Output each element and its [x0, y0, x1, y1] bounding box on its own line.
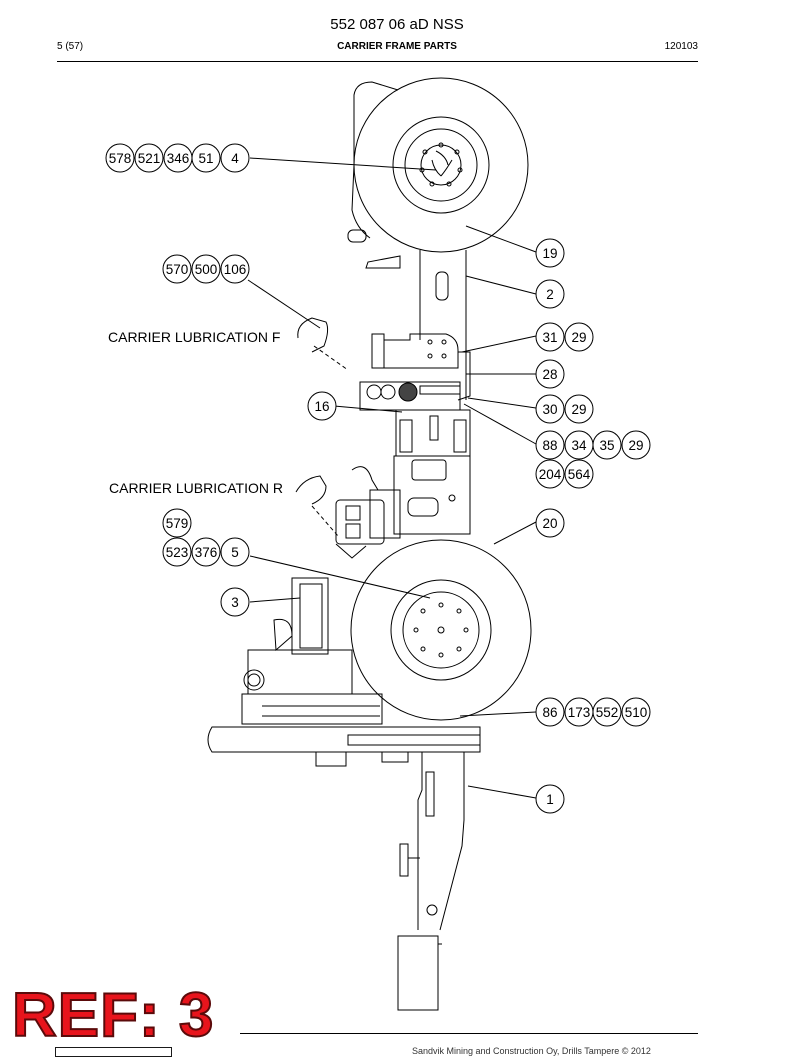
callout-521: 521	[134, 143, 164, 173]
callout-523: 523	[162, 537, 192, 567]
callout-552: 552	[592, 697, 622, 727]
callout-346: 346	[163, 143, 193, 173]
upper-tire	[351, 77, 529, 253]
motor-assembly	[335, 466, 401, 559]
svg-text:500: 500	[195, 262, 218, 277]
svg-text:4: 4	[231, 151, 239, 166]
mid-bracket	[359, 333, 471, 411]
callout-564: 564	[564, 459, 594, 489]
note-lubrication-rear: CARRIER LUBRICATION R	[109, 480, 283, 496]
lower-tire	[350, 539, 532, 721]
svg-text:346: 346	[167, 151, 190, 166]
ref-stamp: REF: 3	[11, 981, 215, 1050]
section-title: CARRIER FRAME PARTS	[337, 41, 457, 52]
document-code: 120103	[664, 41, 698, 52]
svg-text:521: 521	[138, 151, 161, 166]
callout-19: 19	[535, 238, 565, 268]
callout-29-b: 29	[564, 394, 594, 424]
callout-5: 5	[220, 537, 250, 567]
svg-text:3: 3	[231, 595, 239, 610]
svg-text:30: 30	[542, 402, 557, 417]
svg-text:29: 29	[571, 402, 586, 417]
svg-text:523: 523	[166, 545, 189, 560]
svg-text:5: 5	[231, 545, 239, 560]
upper-frame-beam	[347, 229, 467, 400]
callout-570: 570	[162, 254, 192, 284]
callout-16: 16	[307, 391, 337, 421]
callout-29-c: 29	[621, 430, 651, 460]
callout-4: 4	[220, 143, 250, 173]
document-title: 552 087 06 aD NSS	[330, 16, 464, 33]
lubrication-detail-front	[297, 317, 349, 371]
svg-text:2: 2	[546, 287, 554, 302]
callout-500: 500	[191, 254, 221, 284]
callout-35: 35	[592, 430, 622, 460]
callout-106: 106	[220, 254, 250, 284]
svg-text:106: 106	[224, 262, 247, 277]
pump-block	[241, 577, 383, 725]
callout-88: 88	[535, 430, 565, 460]
callout-3: 3	[220, 587, 250, 617]
svg-text:1: 1	[546, 792, 554, 807]
footer-rule	[240, 1033, 698, 1034]
svg-text:20: 20	[542, 516, 557, 531]
svg-text:564: 564	[568, 467, 591, 482]
svg-text:28: 28	[542, 367, 557, 382]
svg-text:173: 173	[568, 705, 591, 720]
svg-text:35: 35	[599, 438, 614, 453]
svg-text:86: 86	[542, 705, 557, 720]
callout-579: 579	[162, 508, 192, 538]
svg-text:88: 88	[542, 438, 557, 453]
callout-204: 204	[535, 459, 565, 489]
lower-crossbeam	[207, 726, 481, 767]
callout-51: 51	[191, 143, 221, 173]
callout-578: 578	[105, 143, 135, 173]
page-number: 5 (57)	[57, 41, 84, 52]
lower-frame-arm	[397, 752, 465, 1011]
callout-30: 30	[535, 394, 565, 424]
svg-text:204: 204	[539, 467, 562, 482]
svg-text:34: 34	[571, 438, 587, 453]
callout-31: 31	[535, 322, 565, 352]
svg-text:16: 16	[314, 399, 329, 414]
header-rule	[57, 61, 698, 62]
svg-text:579: 579	[166, 516, 189, 531]
callout-34: 34	[564, 430, 594, 460]
callout-balloons: 578 521 346 51 4 19 570 500 106 2 31 29 …	[105, 143, 651, 814]
svg-text:29: 29	[628, 438, 643, 453]
lubrication-detail-rear	[295, 475, 339, 537]
svg-text:376: 376	[195, 545, 218, 560]
leader-lines	[247, 157, 537, 799]
callout-510: 510	[621, 697, 651, 727]
callout-20: 20	[535, 508, 565, 538]
central-frame	[393, 409, 471, 535]
svg-text:510: 510	[625, 705, 648, 720]
svg-text:578: 578	[109, 151, 132, 166]
callout-173: 173	[564, 697, 594, 727]
callout-86: 86	[535, 697, 565, 727]
note-lubrication-front: CARRIER LUBRICATION F	[108, 329, 280, 345]
svg-text:552: 552	[596, 705, 619, 720]
svg-text:29: 29	[571, 330, 586, 345]
svg-text:51: 51	[198, 151, 213, 166]
callout-2: 2	[535, 279, 565, 309]
svg-text:570: 570	[166, 262, 189, 277]
callout-29-a: 29	[564, 322, 594, 352]
callout-1: 1	[535, 784, 565, 814]
callout-28: 28	[535, 359, 565, 389]
footer-copyright: Sandvik Mining and Construction Oy, Dril…	[412, 1046, 651, 1056]
svg-text:31: 31	[542, 330, 557, 345]
callout-376: 376	[191, 537, 221, 567]
svg-text:19: 19	[542, 246, 557, 261]
